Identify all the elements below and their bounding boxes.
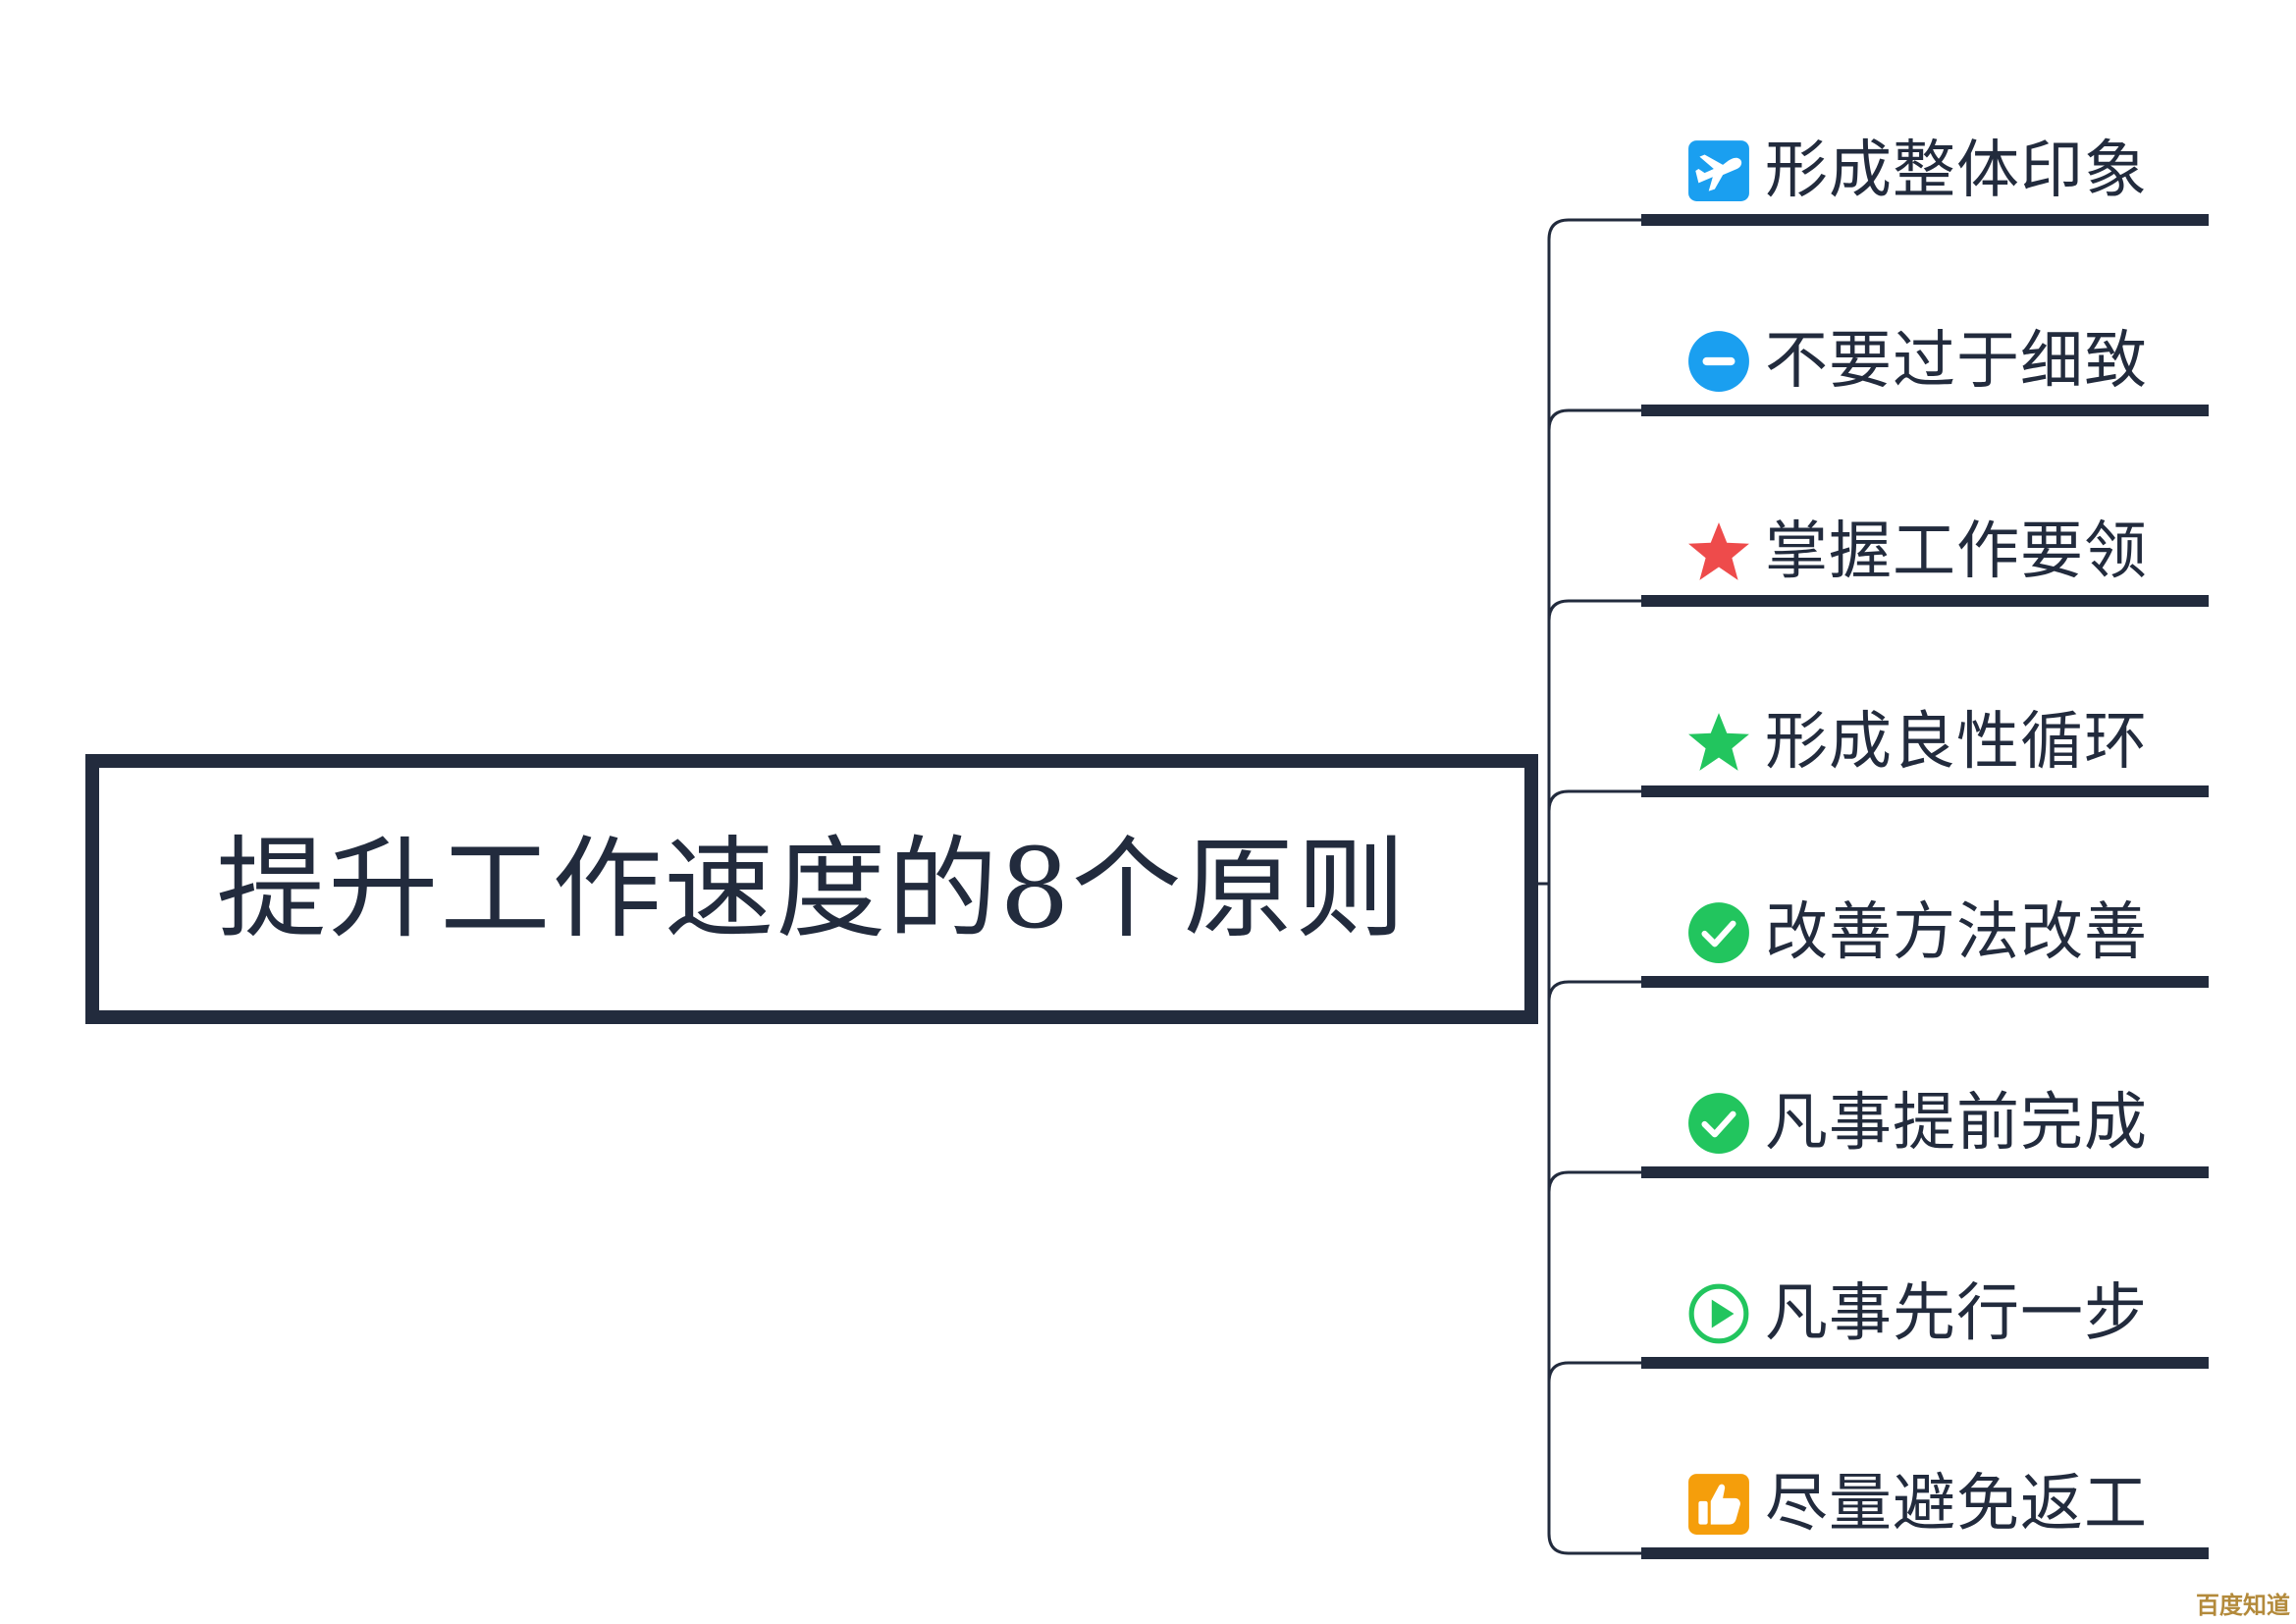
play-circle-icon [1686, 1281, 1751, 1346]
central-topic: 提升工作速度的8个原则 [85, 754, 1538, 1024]
branch-item: 形成良性循环 [1686, 703, 2197, 782]
watermark-logo: 百度知道 [2196, 1592, 2290, 1619]
branch-connector [1547, 1361, 1641, 1383]
branch-item: 凡事提前完成 [1686, 1084, 2197, 1163]
branch-connector [1547, 218, 1641, 241]
minus-circle-icon [1686, 329, 1751, 394]
branch-connector [1547, 408, 1641, 431]
branch-label: 不要过于细致 [1765, 325, 2148, 398]
central-topic-title: 提升工作速度的8个原则 [216, 825, 1408, 953]
branch-label: 形成整体印象 [1765, 135, 2148, 207]
branch-label: 掌握工作要领 [1765, 515, 2148, 588]
branch-label: 改善方法改善 [1765, 896, 2148, 969]
branch-label: 凡事先行一步 [1765, 1277, 2148, 1350]
branch-connector [1547, 980, 1641, 1002]
branch-item: 尽量避免返工 [1686, 1465, 2197, 1543]
branch-label: 形成良性循环 [1765, 706, 2148, 779]
branch-item: 改善方法改善 [1686, 893, 2197, 972]
branch-item: 掌握工作要领 [1686, 513, 2197, 591]
airplane-icon [1686, 138, 1751, 203]
red-star-icon [1686, 519, 1751, 584]
branch-item: 不要过于细致 [1686, 322, 2197, 401]
branch-connector [1547, 599, 1641, 622]
branch-label: 尽量避免返工 [1765, 1468, 2148, 1541]
branch-item: 形成整体印象 [1686, 132, 2197, 210]
branch-item: 凡事先行一步 [1686, 1274, 2197, 1353]
branch-connector [1547, 1533, 1641, 1555]
branch-connector [1547, 789, 1641, 812]
green-star-icon [1686, 710, 1751, 775]
check-circle-icon [1686, 1091, 1751, 1156]
branch-label: 凡事提前完成 [1765, 1087, 2148, 1160]
thumbs-up-icon [1686, 1472, 1751, 1537]
check-circle-icon [1686, 900, 1751, 965]
branch-connector [1547, 1170, 1641, 1193]
